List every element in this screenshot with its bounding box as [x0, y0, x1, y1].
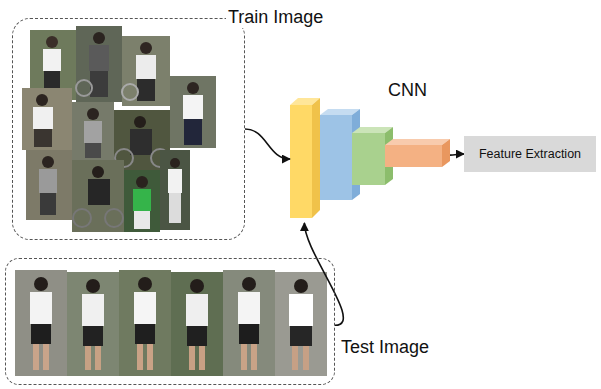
- train-image-group: Train Image: [12, 18, 245, 240]
- group-heading: Test Image: [339, 337, 431, 358]
- test-image-group: Test Image: [5, 258, 335, 385]
- flow-arrow: [304, 223, 343, 325]
- group-heading: Train Image: [226, 7, 325, 28]
- feature-extraction-box: Feature Extraction: [464, 136, 596, 172]
- box-label: Feature Extraction: [479, 147, 581, 161]
- cnn-block: CNN: [290, 95, 450, 223]
- flow-arrow: [245, 129, 290, 159]
- flow-arrow: [450, 154, 464, 155]
- group-heading: CNN: [386, 80, 429, 101]
